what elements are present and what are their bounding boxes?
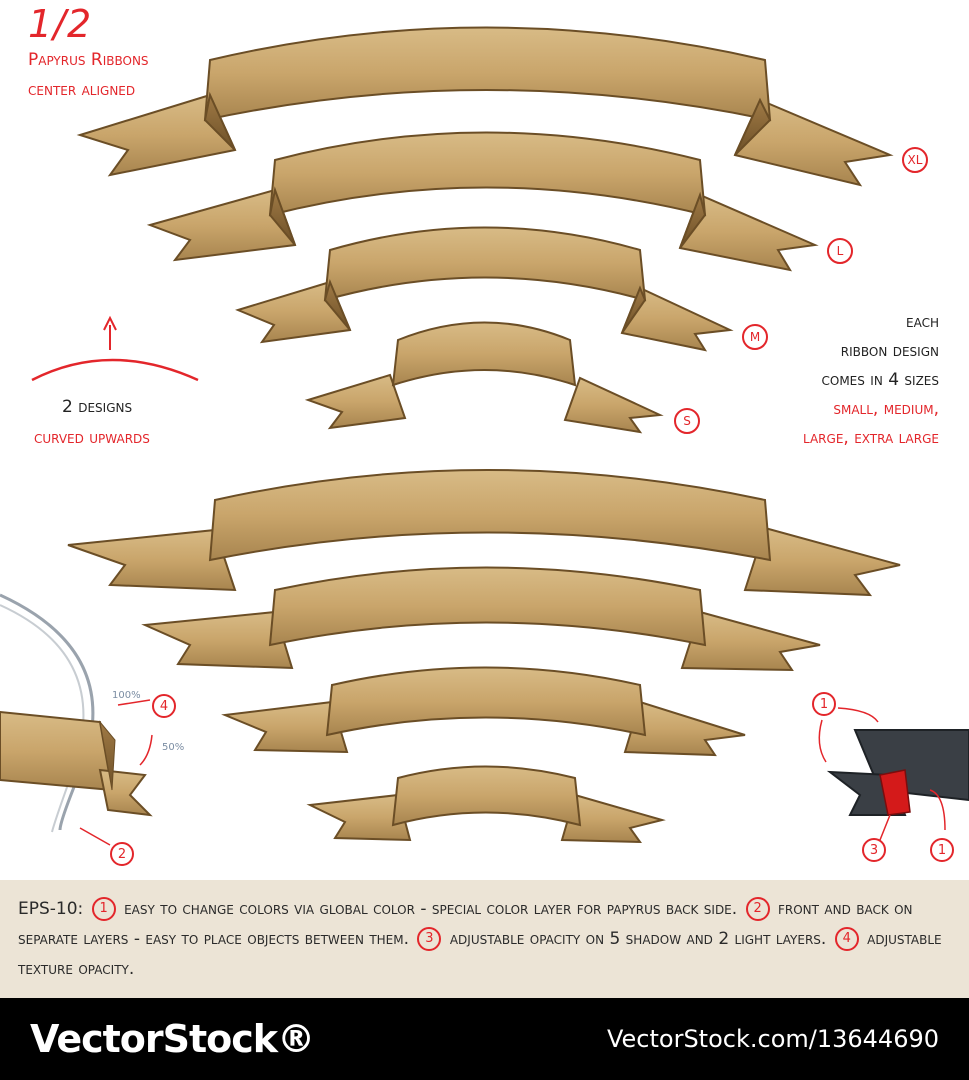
opacity-50-label: 50% bbox=[162, 742, 185, 753]
size-tag-l: L bbox=[827, 238, 853, 264]
ribbon-s-curved bbox=[306, 765, 666, 844]
detail-badge-1-bottom: 1 bbox=[930, 838, 954, 862]
sizes-note-line-5: large, extra large bbox=[803, 428, 939, 448]
footer-bar: VectorStock® VectorStock.com/13644690 bbox=[0, 998, 969, 1080]
ribbon-xl-curved bbox=[67, 469, 901, 597]
info-badge-4: 4 bbox=[834, 927, 859, 951]
size-tag-s: S bbox=[674, 408, 700, 434]
ribbon-s-arched bbox=[304, 321, 664, 434]
size-tag-xl: XL bbox=[902, 147, 928, 173]
detail-badge-3: 3 bbox=[862, 838, 886, 862]
info-text-2: front and back on separate layers - easy… bbox=[18, 899, 913, 949]
ribbon-m-arched bbox=[235, 226, 734, 352]
info-badge-3: 3 bbox=[417, 927, 442, 951]
ribbon-xl-arched bbox=[76, 26, 894, 187]
info-badge-2: 2 bbox=[745, 897, 770, 921]
sizes-note-line-2: ribbon design bbox=[840, 341, 939, 361]
footer-brand: VectorStock® bbox=[30, 1017, 315, 1061]
ribbon-m-curved bbox=[221, 666, 746, 757]
sizes-note-line-1: each bbox=[906, 312, 939, 332]
detail-badge-2: 2 bbox=[110, 842, 134, 866]
sizes-note-line-4: small, medium, bbox=[833, 399, 939, 419]
curve-indicator bbox=[31, 315, 199, 382]
ribbon-l-arched bbox=[146, 131, 819, 272]
opacity-100-label: 100% bbox=[112, 690, 141, 701]
size-tag-m: M bbox=[742, 324, 768, 350]
info-text-4: adjustable texture opacity. bbox=[18, 929, 942, 979]
designs-curve-label: curved upwards bbox=[34, 428, 150, 448]
title-line-1: Papyrus Ribbons bbox=[28, 50, 149, 70]
sizes-note-line-3: comes in 4 sizes bbox=[821, 370, 940, 390]
info-bar: EPS-10: 1 easy to change colors via glob… bbox=[0, 880, 969, 998]
detail-badge-1-top: 1 bbox=[812, 692, 836, 716]
designs-count-label: 2 designs bbox=[62, 397, 133, 417]
footer-image-id: VectorStock.com/13644690 bbox=[606, 1025, 939, 1053]
detail-left-zoom bbox=[0, 593, 153, 846]
info-badge-1: 1 bbox=[91, 897, 116, 921]
sizes-note: each ribbon design comes in 4 sizes smal… bbox=[803, 308, 939, 453]
page-number: 1/2 bbox=[28, 2, 93, 46]
detail-right-colored bbox=[818, 707, 969, 841]
detail-badge-4: 4 bbox=[152, 694, 176, 718]
info-text-3: adjustable opacity on 5 shadow and 2 lig… bbox=[449, 929, 827, 949]
info-text-1: easy to change colors via global color -… bbox=[124, 899, 738, 919]
info-prefix: EPS-10: bbox=[18, 899, 84, 919]
ribbons-artwork bbox=[0, 26, 969, 846]
title-line-2: center aligned bbox=[28, 80, 136, 100]
ribbon-l-curved bbox=[141, 566, 821, 672]
